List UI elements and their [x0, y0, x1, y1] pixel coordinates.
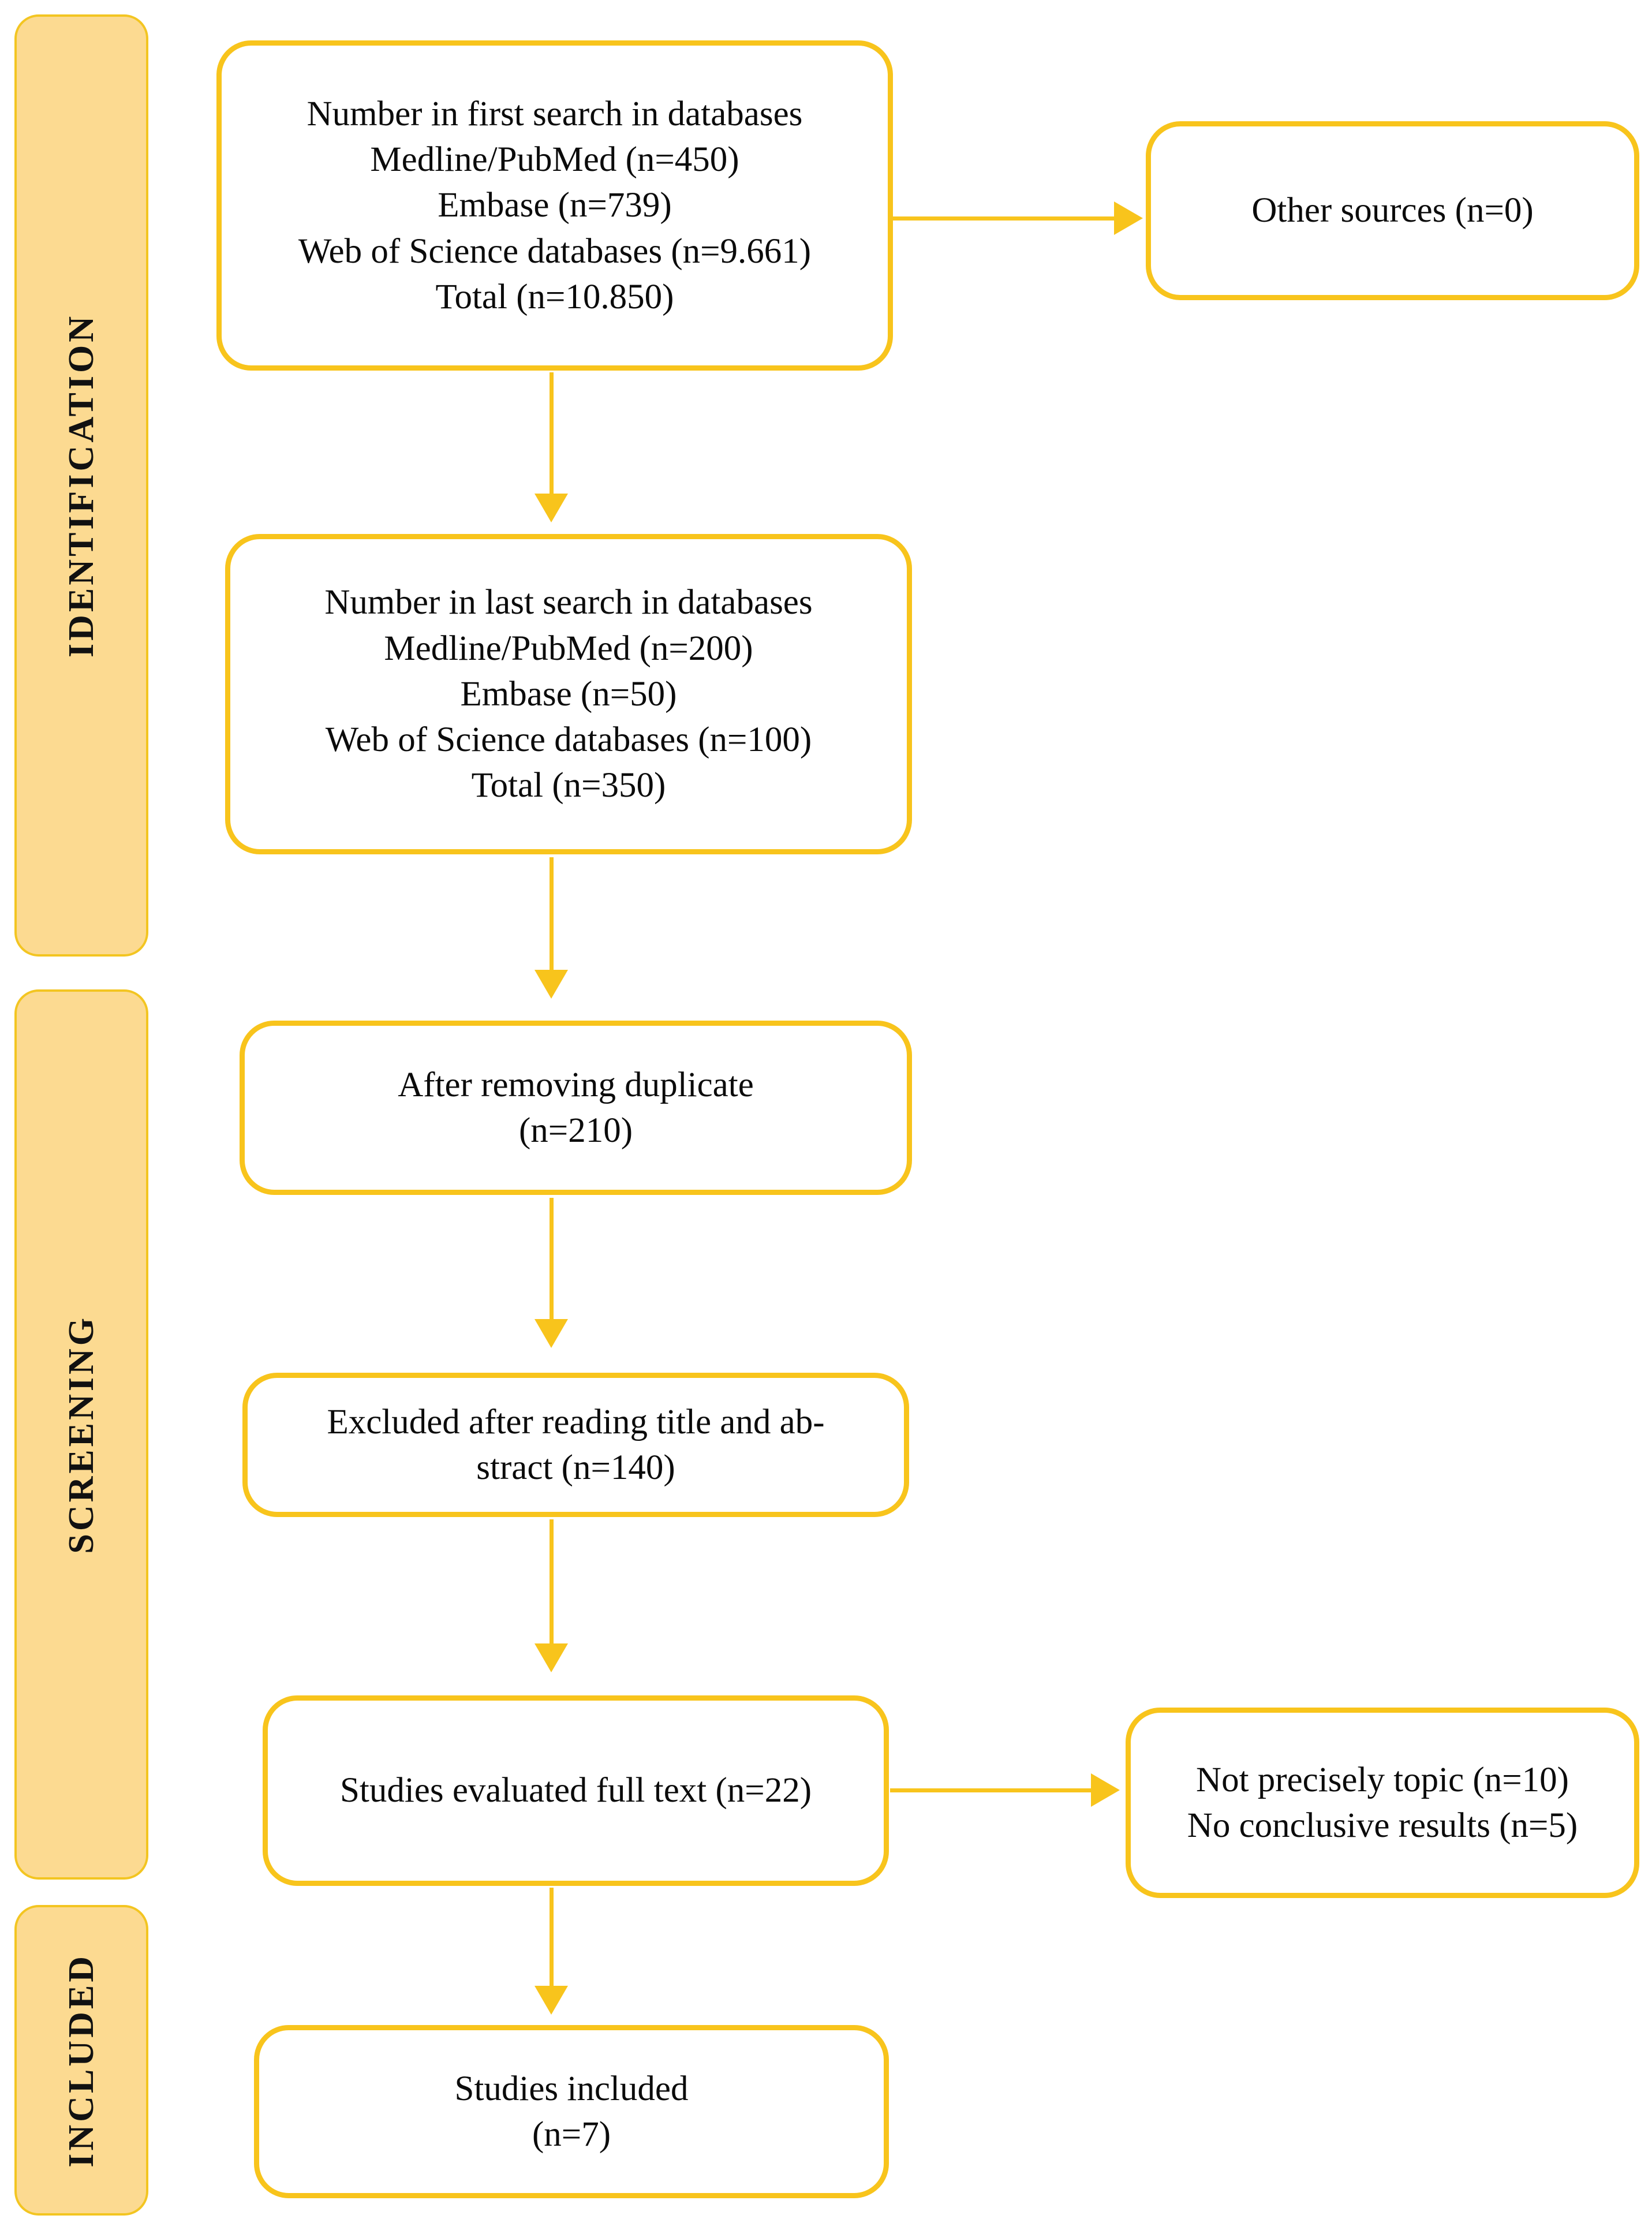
- node-first-search-line-4: Web of Science databases (n=9.661): [298, 231, 812, 271]
- node-exclusion-reasons-line-2: No conclusive results (n=5): [1187, 1806, 1578, 1845]
- arrowhead-first-search-to-other-sources: [1114, 201, 1143, 235]
- arrowhead-full-text-to-exclusion-reasons: [1091, 1773, 1120, 1807]
- node-first-search-line-1: Number in first search in databases: [307, 94, 803, 133]
- node-last-search-line-5: Total (n=350): [471, 766, 666, 805]
- node-studies-included-text: Studies included (n=7): [274, 2066, 869, 2158]
- connector-first-search-to-last-search: [550, 372, 554, 496]
- node-other-sources-line-1: Other sources (n=0): [1251, 191, 1534, 230]
- node-studies-evaluated-full-text-text: Studies evaluated full text (n=22): [283, 1768, 869, 1813]
- arrowhead-after-duplicates-to-excluded: [535, 1319, 568, 1348]
- node-first-search: Number in first search in databases Medl…: [216, 40, 893, 371]
- connector-first-search-to-other-sources: [893, 216, 1118, 221]
- connector-after-duplicates-to-excluded: [550, 1198, 554, 1322]
- connector-full-text-to-exclusion-reasons: [890, 1788, 1095, 1792]
- node-after-removing-duplicate: After removing duplicate (n=210): [240, 1021, 912, 1195]
- node-last-search-line-3: Embase (n=50): [460, 674, 677, 713]
- node-studies-included-line-1: Studies included: [454, 2069, 689, 2108]
- node-studies-included-line-2: (n=7): [532, 2115, 611, 2154]
- stage-bar-screening: SCREENING: [14, 989, 148, 1880]
- node-last-search-line-4: Web of Science databases (n=100): [325, 720, 812, 760]
- node-first-search-text: Number in first search in databases Medl…: [237, 91, 873, 320]
- node-exclusion-reasons-text: Not precisely topic (n=10) No conclusive…: [1146, 1757, 1619, 1849]
- stage-label-identification: IDENTIFICATION: [61, 313, 101, 658]
- arrowhead-first-search-to-last-search: [535, 494, 568, 522]
- node-studies-evaluated-full-text-line-1: Studies evaluated full text (n=22): [339, 1771, 812, 1810]
- connector-excluded-to-full-text: [550, 1519, 554, 1646]
- node-last-search-text: Number in last search in databases Medli…: [245, 580, 892, 808]
- node-excluded-title-abstract-line-1: Excluded after reading title and ab-: [327, 1402, 825, 1441]
- arrowhead-last-search-to-after-duplicates: [535, 970, 568, 999]
- node-first-search-line-5: Total (n=10.850): [435, 277, 674, 316]
- node-excluded-title-abstract-line-2: stract (n=140): [476, 1448, 675, 1487]
- node-studies-included: Studies included (n=7): [254, 2025, 889, 2198]
- stage-label-included: INCLUDED: [61, 1953, 101, 2168]
- stage-bar-included: INCLUDED: [14, 1905, 148, 2216]
- node-after-removing-duplicate-line-2: (n=210): [518, 1111, 633, 1150]
- node-after-removing-duplicate-line-1: After removing duplicate: [398, 1065, 754, 1104]
- arrowhead-excluded-to-full-text: [535, 1643, 568, 1672]
- node-first-search-line-3: Embase (n=739): [438, 186, 672, 225]
- node-other-sources: Other sources (n=0): [1146, 121, 1639, 300]
- node-excluded-title-abstract-text: Excluded after reading title and ab- str…: [263, 1399, 889, 1491]
- node-exclusion-reasons: Not precisely topic (n=10) No conclusive…: [1126, 1708, 1639, 1898]
- node-studies-evaluated-full-text: Studies evaluated full text (n=22): [263, 1695, 889, 1886]
- node-last-search-line-2: Medline/PubMed (n=200): [384, 629, 753, 668]
- node-after-removing-duplicate-text: After removing duplicate (n=210): [260, 1062, 892, 1154]
- stage-bar-identification: IDENTIFICATION: [14, 14, 148, 957]
- connector-last-search-to-after-duplicates: [550, 857, 554, 973]
- connector-full-text-to-studies-included: [550, 1888, 554, 1989]
- stage-label-screening: SCREENING: [61, 1315, 101, 1554]
- node-last-search: Number in last search in databases Medli…: [225, 534, 912, 854]
- node-excluded-title-abstract: Excluded after reading title and ab- str…: [242, 1373, 909, 1517]
- node-last-search-line-1: Number in last search in databases: [324, 583, 813, 622]
- node-first-search-line-2: Medline/PubMed (n=450): [370, 140, 739, 180]
- node-other-sources-text: Other sources (n=0): [1166, 188, 1619, 233]
- arrowhead-full-text-to-studies-included: [535, 1986, 568, 2015]
- node-exclusion-reasons-line-1: Not precisely topic (n=10): [1196, 1760, 1569, 1799]
